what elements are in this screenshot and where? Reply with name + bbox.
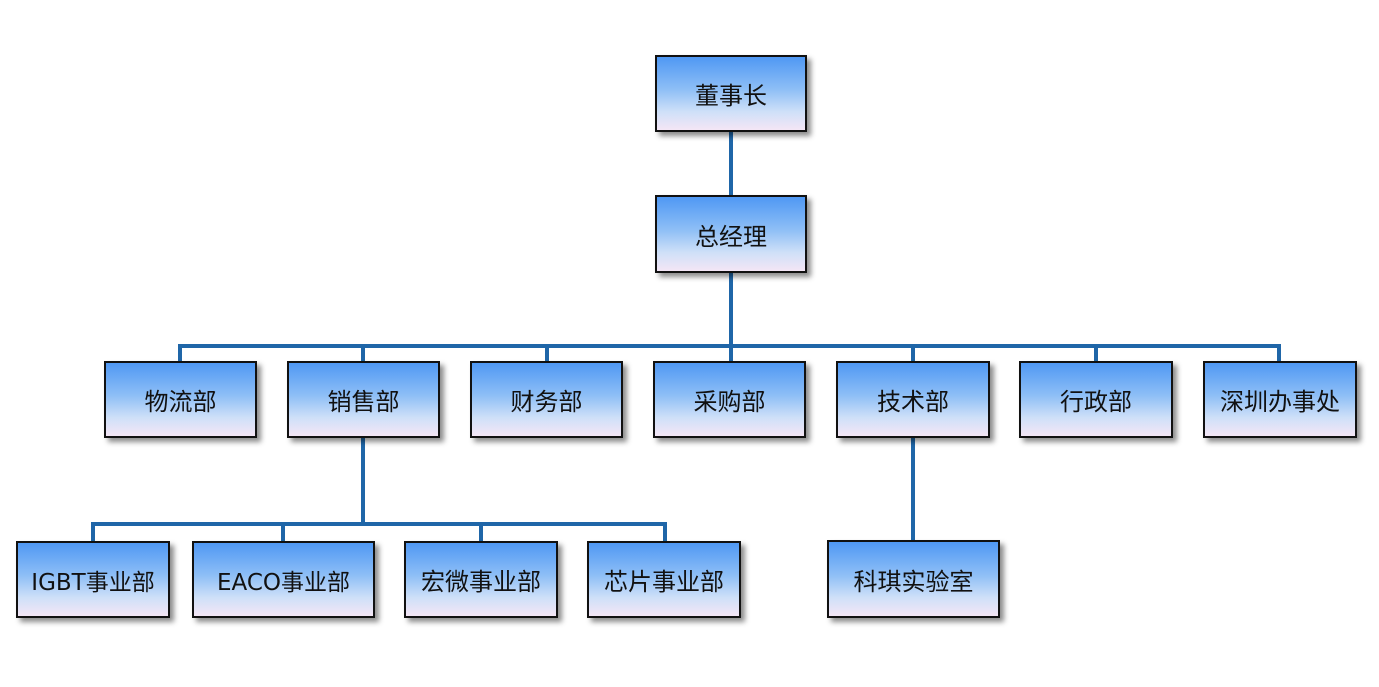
node-div-eaco: EACO事业部 bbox=[192, 541, 375, 618]
connector-chairman-gm bbox=[729, 131, 733, 197]
node-dept-shenzhen-office: 深圳办事处 bbox=[1203, 361, 1357, 438]
node-dept-admin: 行政部 bbox=[1019, 361, 1173, 438]
connector-div-chip bbox=[663, 522, 667, 543]
connector-dept-admin bbox=[1094, 344, 1098, 363]
node-dept-sales: 销售部 bbox=[287, 361, 440, 438]
connector-dept-finance bbox=[545, 344, 549, 363]
connector-div-hongwei bbox=[479, 522, 483, 543]
connector-div-igbt bbox=[91, 522, 95, 543]
connector-dept-shenzhen bbox=[1277, 344, 1281, 363]
connector-dept-tech bbox=[911, 344, 915, 363]
node-dept-logistics: 物流部 bbox=[104, 361, 257, 438]
node-div-hongwei: 宏微事业部 bbox=[404, 541, 558, 618]
connector-sales-trunk bbox=[361, 437, 365, 525]
node-unit-keqi-lab: 科琪实验室 bbox=[827, 540, 1000, 618]
node-general-manager: 总经理 bbox=[655, 195, 807, 273]
connector-gm-trunk bbox=[729, 272, 733, 347]
node-dept-tech: 技术部 bbox=[836, 361, 990, 438]
node-div-igbt: IGBT事业部 bbox=[16, 541, 170, 618]
connector-dept-logistics bbox=[178, 344, 182, 363]
node-chairman: 董事长 bbox=[655, 55, 807, 132]
node-dept-purchasing: 采购部 bbox=[653, 361, 806, 438]
connector-dept-purchasing bbox=[729, 344, 733, 363]
connector-sales-bus bbox=[91, 522, 667, 526]
connector-dept-sales bbox=[361, 344, 365, 363]
connector-div-eaco bbox=[281, 522, 285, 543]
connector-tech-lab bbox=[911, 437, 915, 542]
node-div-chip: 芯片事业部 bbox=[587, 541, 741, 618]
node-dept-finance: 财务部 bbox=[470, 361, 623, 438]
